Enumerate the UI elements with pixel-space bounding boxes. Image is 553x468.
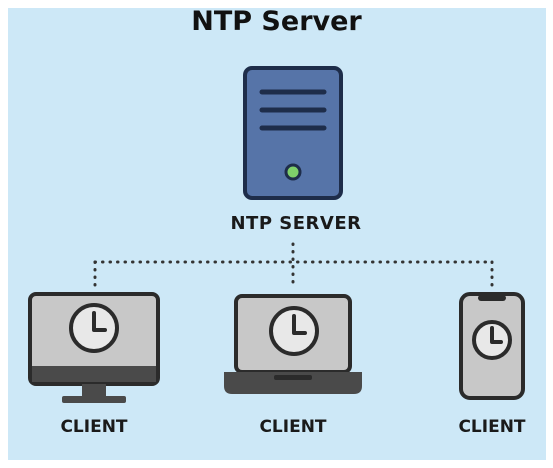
clock-icon	[269, 306, 319, 356]
server-label: NTP SERVER	[230, 213, 362, 234]
server-icon	[243, 66, 343, 200]
client-label-phone: CLIENT	[458, 417, 526, 437]
clock-icon	[69, 303, 119, 353]
laptop-icon	[224, 294, 362, 394]
client-label-desktop: CLIENT	[60, 417, 128, 437]
clock-icon	[472, 320, 512, 360]
diagram-title: NTP Server	[191, 6, 362, 37]
desktop-monitor-icon	[28, 292, 160, 403]
connector-lines	[93, 242, 494, 292]
client-label-laptop: CLIENT	[259, 417, 327, 437]
smartphone-icon	[459, 292, 525, 400]
